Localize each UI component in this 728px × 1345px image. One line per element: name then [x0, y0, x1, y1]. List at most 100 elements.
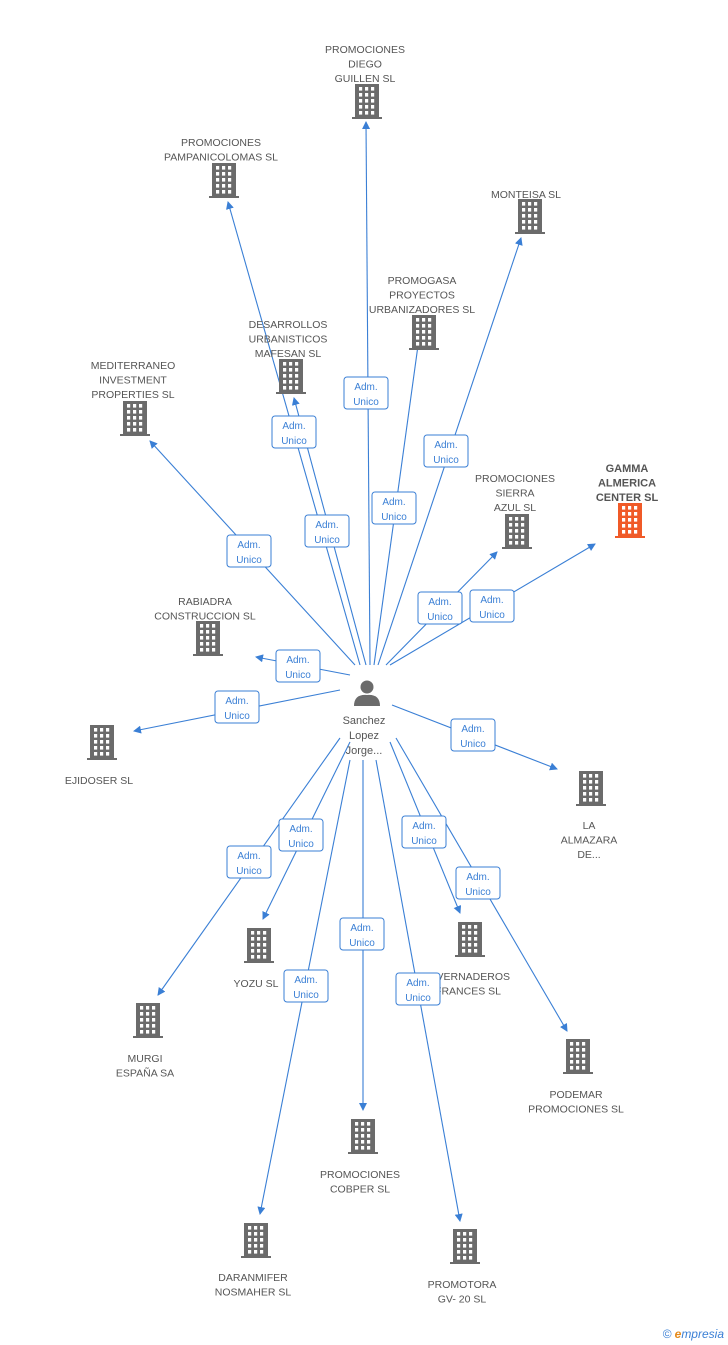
footer-brand[interactable]: ©empresia [663, 1327, 724, 1341]
company-node-monteisa[interactable]: MONTEISA SL [491, 189, 561, 234]
role-badge-promotora-gv20[interactable]: Adm.Unico [395, 972, 441, 1006]
role-badge-podemar[interactable]: Adm. Unico [455, 866, 501, 900]
building-icon [348, 1119, 378, 1154]
person-icon [354, 680, 380, 706]
role-badge-gamma-almerica[interactable]: Adm. Unico [469, 589, 515, 623]
role-text: Adm. [406, 978, 429, 989]
role-text: Adm. [480, 595, 503, 606]
role-text: Adm. [286, 655, 309, 666]
role-text: Adm. [354, 382, 377, 393]
company-node-yozu[interactable]: YOZU SL [234, 928, 279, 990]
role-badge-monteisa[interactable]: Adm. Unico [423, 434, 469, 468]
copyright-symbol: © [662, 1327, 672, 1341]
role-text: Adm. [282, 421, 305, 432]
building-icon [515, 199, 545, 234]
company-label: EJIDOSER SL [65, 775, 133, 787]
role-badge-yozu[interactable]: Adm.Unico [278, 818, 324, 852]
role-text: Unico [288, 839, 314, 850]
role-text: Adm. [428, 597, 451, 608]
role-badge-promociones-pampanicolomas[interactable]: Adm. Unico [271, 415, 317, 449]
building-icon [193, 621, 223, 656]
building-icon [87, 725, 117, 760]
role-badge-promociones-sierra-azul[interactable]: Adm. Unico [417, 591, 463, 625]
role-text: Adm. [466, 872, 489, 883]
building-icon [563, 1039, 593, 1074]
role-text: Adm. [461, 724, 484, 735]
role-text: Unico [281, 436, 307, 447]
role-text: Unico [236, 555, 262, 566]
role-badge-promociones-diego-guillen[interactable]: Adm.Unico [343, 376, 389, 410]
role-text: Unico [427, 612, 453, 623]
brand-logo-e: e [674, 1327, 682, 1341]
role-text: Unico [349, 938, 375, 949]
role-text: Unico [465, 887, 491, 898]
role-text: Adm. [350, 923, 373, 934]
role-text: Unico [224, 711, 250, 722]
role-badge-ejidoser[interactable]: Adm.Unico [214, 690, 260, 724]
role-text: Unico [411, 836, 437, 847]
building-icon [209, 163, 239, 198]
role-text: Adm. [315, 520, 338, 531]
company-label: YOZU SL [234, 978, 279, 990]
role-badge-invernaderos-frances[interactable]: Adm.Unico [401, 815, 447, 849]
company-node-ejidoser[interactable]: EJIDOSER SL [65, 725, 133, 787]
role-text: Adm. [434, 440, 457, 451]
building-icon [352, 84, 382, 119]
building-icon [120, 401, 150, 436]
role-badge-rabiadra[interactable]: Adm.Unico [275, 649, 321, 683]
role-badge-promociones-cobper[interactable]: Adm. Unico [339, 917, 385, 951]
role-text: Unico [479, 610, 505, 621]
role-badge-promogasa[interactable]: Adm.Unico [371, 491, 417, 525]
role-text: Adm. [294, 975, 317, 986]
role-badge-la-almazara[interactable]: Adm. Unico [450, 718, 496, 752]
building-icon [455, 922, 485, 957]
role-badge-daranmifer[interactable]: Adm.Unico [283, 969, 329, 1003]
edges [133, 121, 596, 1222]
role-text: Adm. [382, 497, 405, 508]
role-text: Unico [460, 739, 486, 750]
role-text: Unico [433, 455, 459, 466]
role-badge-mediterraneo[interactable]: Adm. Unico [226, 534, 272, 568]
building-icon [244, 928, 274, 963]
building-icon [409, 315, 439, 350]
building-icon [450, 1229, 480, 1264]
building-icon [576, 771, 606, 806]
building-icon [615, 503, 645, 538]
role-text: Adm. [237, 540, 260, 551]
role-badge-desarrollos-mafesan[interactable]: Adm.Unico [304, 514, 350, 548]
role-badge-murgi-espana[interactable]: Adm.Unico [226, 845, 272, 879]
role-text: Adm. [237, 851, 260, 862]
